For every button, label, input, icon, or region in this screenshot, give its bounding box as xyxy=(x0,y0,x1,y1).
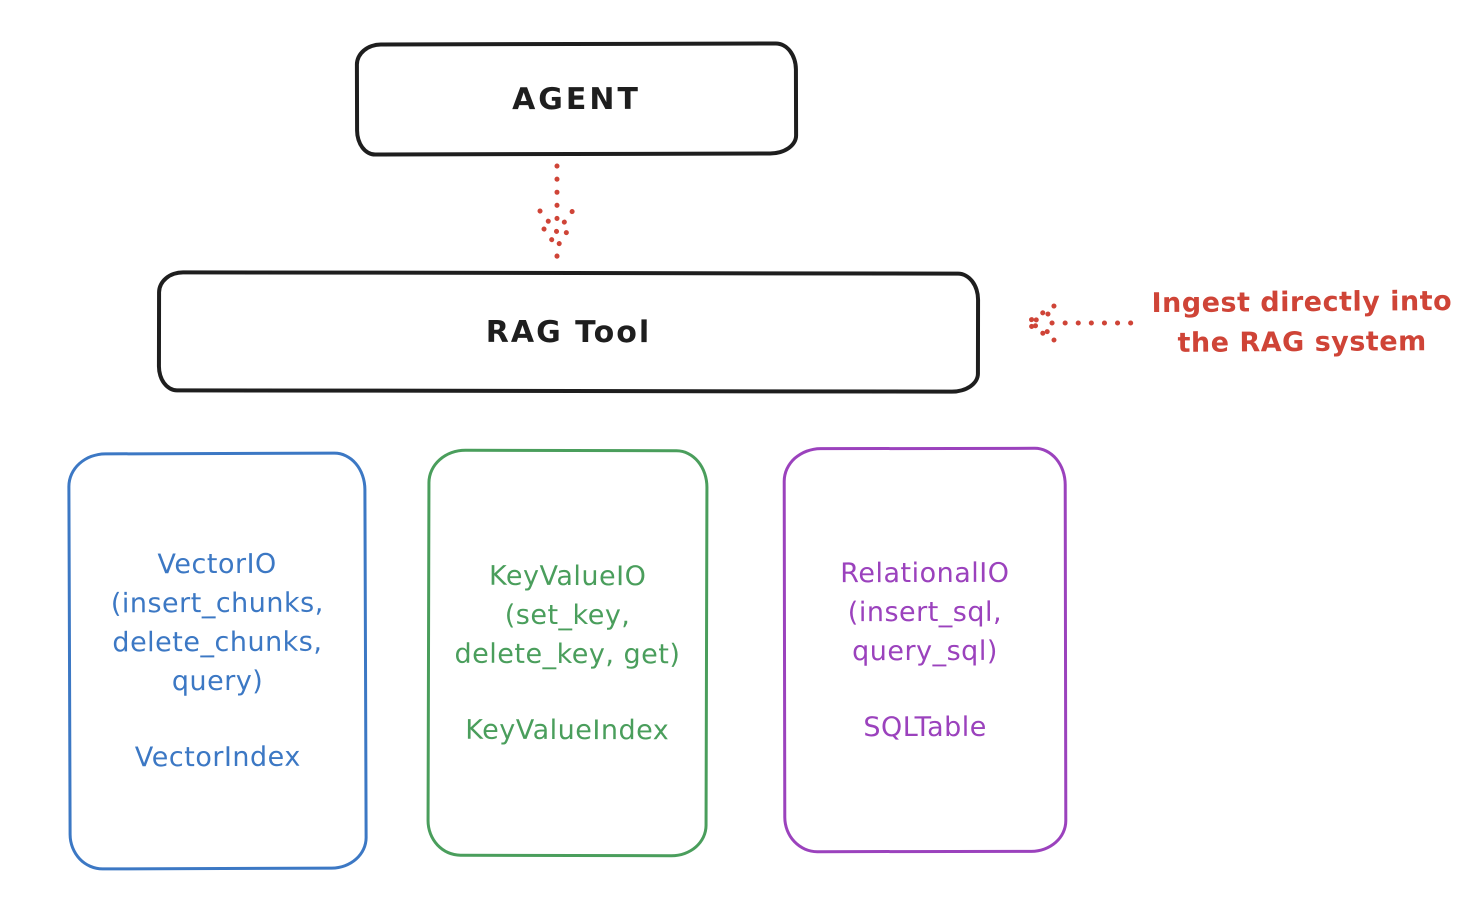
relational-io-signature: RelationalIO (insert_sql, query_sql) xyxy=(840,553,1009,670)
agent-label: AGENT xyxy=(512,81,641,117)
ingest-annotation: Ingest directly into the RAG system xyxy=(1128,282,1477,364)
vector-io-signature: VectorIO (insert_chunks, delete_chunks, … xyxy=(111,545,325,702)
card-line: RelationalIO xyxy=(840,557,1010,589)
card-line: delete_key, get) xyxy=(454,638,681,670)
annotation-arrow-icon xyxy=(1023,303,1135,343)
vector-io-card: VectorIO (insert_chunks, delete_chunks, … xyxy=(67,451,368,871)
card-line: (insert_chunks, xyxy=(110,587,324,620)
card-line: VectorIO xyxy=(157,548,277,581)
card-line: delete_chunks, xyxy=(112,626,323,659)
ingest-annotation-line1: Ingest directly into xyxy=(1151,285,1453,320)
rag-tool-box: RAG Tool xyxy=(156,270,981,394)
card-line: (insert_sql, xyxy=(847,596,1003,628)
key-value-io-signature: KeyValueIO (set_key, delete_key, get) xyxy=(455,556,681,674)
card-line: query) xyxy=(171,665,264,698)
sql-table-label: SQLTable xyxy=(863,711,987,743)
ingest-annotation-line2: the RAG system xyxy=(1177,326,1427,359)
card-line: KeyValueIO xyxy=(488,560,647,592)
relational-io-card: RelationalIO (insert_sql, query_sql) SQL… xyxy=(782,446,1068,854)
card-line: query_sql) xyxy=(852,635,998,667)
key-value-io-card: KeyValueIO (set_key, delete_key, get) Ke… xyxy=(426,448,709,858)
agent-to-ragtool-arrow-icon xyxy=(537,163,577,259)
vector-index-label: VectorIndex xyxy=(134,741,301,774)
card-line: (set_key, xyxy=(504,599,631,631)
rag-tool-label: RAG Tool xyxy=(485,314,652,350)
agent-box: AGENT xyxy=(354,41,799,157)
key-value-index-label: KeyValueIndex xyxy=(465,714,670,746)
